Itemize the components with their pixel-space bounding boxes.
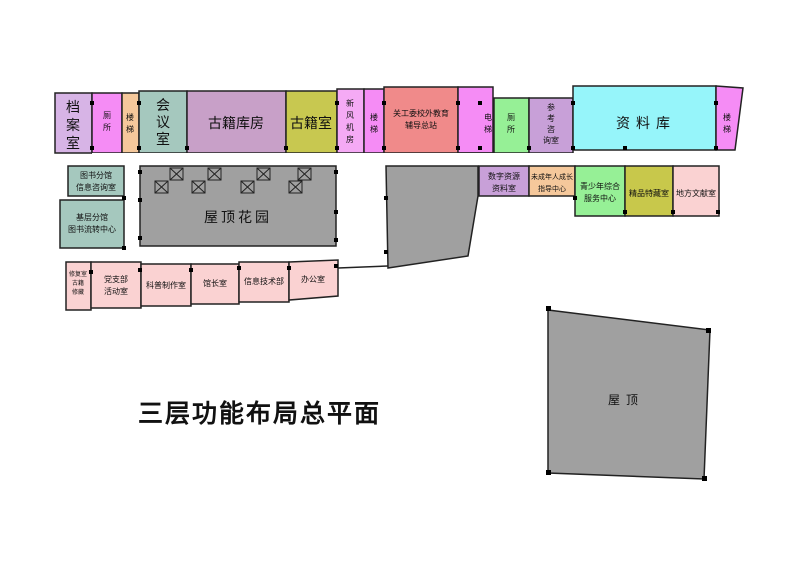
label-stairs-1: 楼梯 [126,112,134,134]
column-markers [89,101,720,481]
label-stairs-2: 楼梯 [370,112,378,134]
label-fresh-air: 新风机房 [346,98,354,144]
room-reference [528,97,574,154]
label-stairs-3: 楼梯 [723,112,731,134]
label-youth-service: 青少年综合服务中心 [580,181,620,203]
label-science-av: 科普制作室 [146,280,186,290]
room-elevator [457,86,494,154]
room-meeting [138,90,188,154]
label-office: 办公室 [301,274,325,284]
room-guidance-center [383,86,459,154]
right-middle-row [478,165,720,217]
room-special-collection [624,165,674,217]
room-branch-consult [67,165,125,197]
label-special-collection: 精品特藏室 [629,188,669,198]
room-it-dept [238,261,290,303]
room-stairs-1 [121,92,140,154]
room-stairs-3 [715,85,744,151]
label-roof-garden: 屋顶花园 [204,210,272,226]
label-ancient-room: 古籍室 [290,115,332,132]
room-youth-service [574,165,626,217]
room-party-branch [90,261,142,309]
label-local-docs: 地方文献室 [676,188,716,198]
room-data-store [572,85,717,151]
room-grassroots-center [59,199,125,249]
label-ancient-repair: 修复室古籍修藏 [69,270,87,296]
room-ancient-repair [65,261,92,311]
label-elevator: 电梯 [484,112,492,134]
left-wing [59,165,125,249]
corridor-top [92,153,718,164]
label-meeting: 会议室 [156,98,170,148]
label-archives: 档案室 [66,100,80,152]
middle-roof [385,165,479,269]
connector-line [337,265,389,269]
label-toilet-2: 厕所 [507,113,515,134]
label-director: 馆长室 [203,278,227,288]
label-branch-consult: 图书分馆信息咨询室 [76,170,116,192]
label-guidance-center: 关工委校外教育辅导总站 [393,108,449,130]
label-ancient-store: 古籍库房 [208,115,264,132]
room-digital-res [478,165,530,197]
plan-title: 三层功能布局总平面 [138,399,381,428]
archives-ch1: 档 [66,100,80,116]
label-toilet-1: 厕所 [103,111,111,132]
label-it-dept: 信息技术部 [244,276,284,286]
room-office [288,259,339,301]
label-party-branch: 党支部活动室 [104,274,128,296]
label-minor-center: 未成年人成长指导中心 [531,172,573,193]
roof-garden-block [139,165,337,247]
skylights [154,167,312,194]
top-wing [54,85,744,164]
room-local-docs [672,165,720,217]
room-archives [54,92,93,154]
label-reference: 参考咨询室 [543,102,559,145]
room-director [190,263,240,305]
bottom-wing [65,259,339,311]
label-roof: 屋顶 [608,393,644,407]
label-grassroots-center: 基层分馆图书流转中心 [68,212,116,234]
label-data-store: 资料库 [616,116,676,132]
room-minor-center [528,165,576,197]
label-digital-res: 数字资源资料室 [488,171,520,193]
